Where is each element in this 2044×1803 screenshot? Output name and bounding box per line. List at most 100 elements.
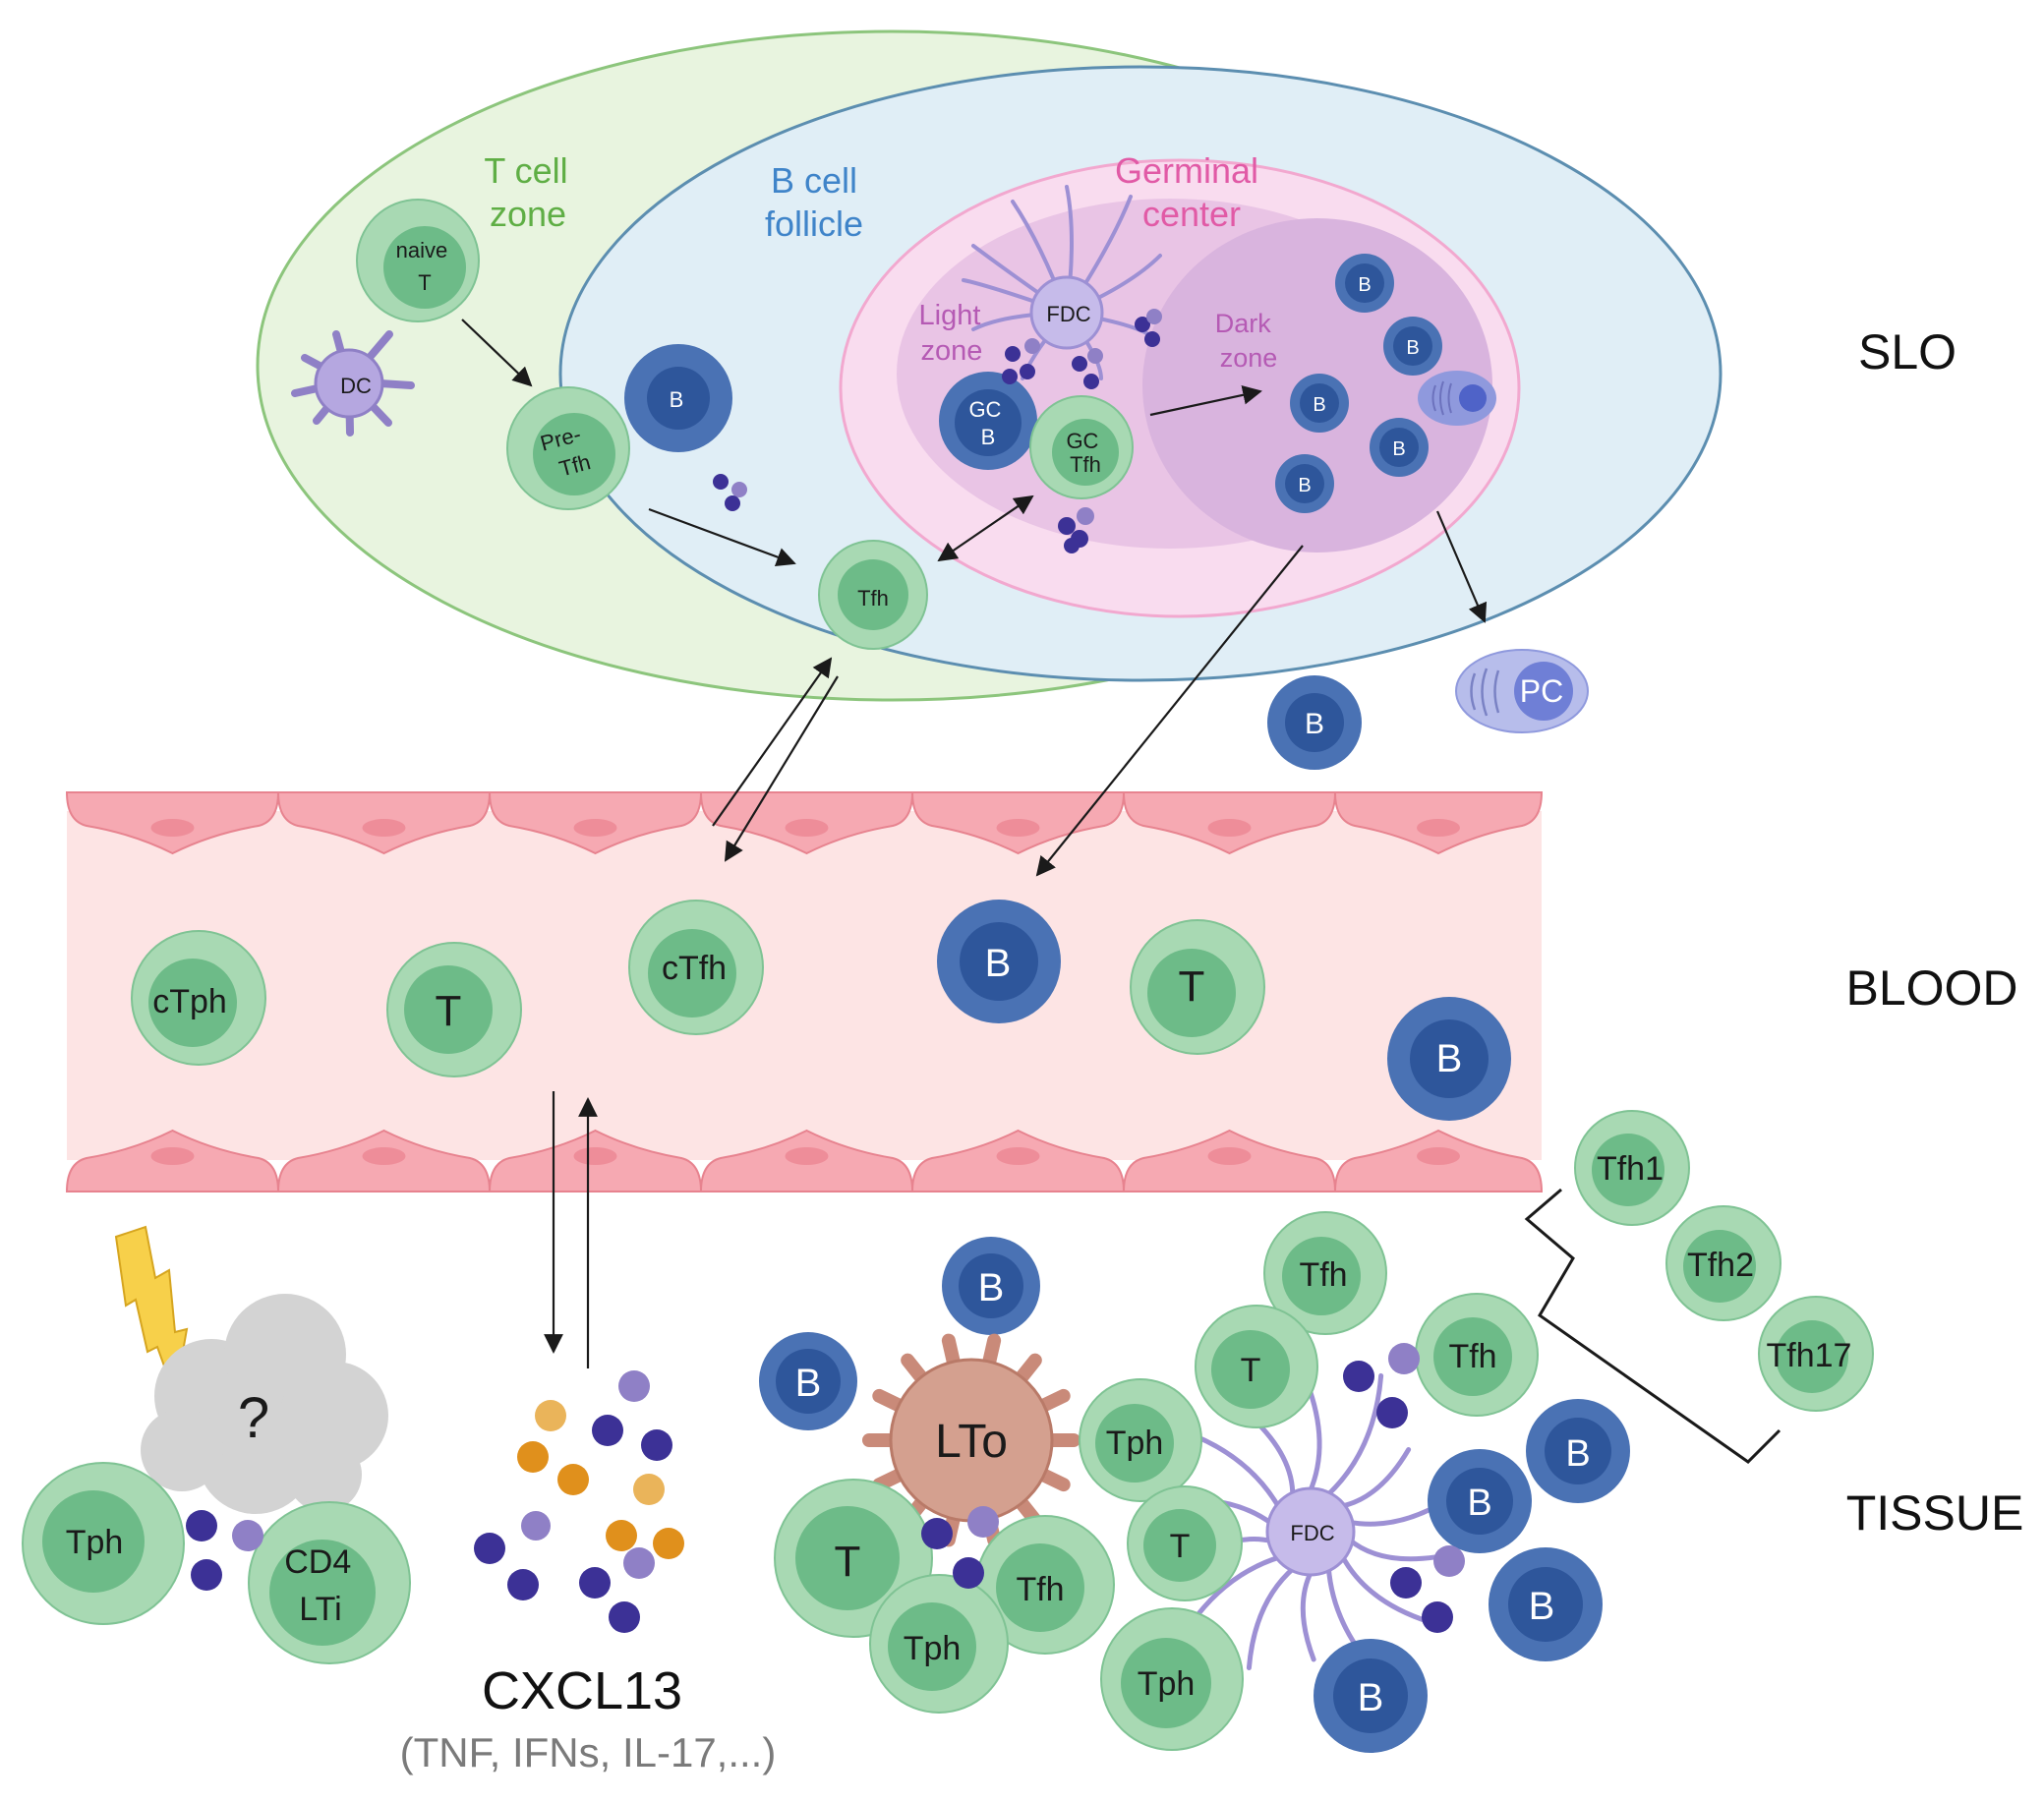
tissue-tph-cell-c: Tph — [1100, 1607, 1244, 1751]
svg-text:naive T: naive T — [396, 238, 454, 295]
endothelial-nucleus — [573, 1147, 617, 1165]
chemokine-dot — [1146, 309, 1162, 324]
endothelial-nucleus — [785, 1147, 829, 1165]
migration-arrows — [461, 319, 1488, 1368]
fdc-dendrite — [1338, 1446, 1412, 1509]
svg-text:Tfh: Tfh — [1016, 1571, 1064, 1608]
tissue-tph-cell-left: Tph — [22, 1462, 185, 1625]
svg-text:B: B — [1529, 1585, 1555, 1628]
chemokine-dot — [1343, 1361, 1374, 1392]
fdc-dendrite — [1346, 1537, 1438, 1562]
svg-text:Tph: Tph — [66, 1524, 124, 1561]
plasma-cell: PC — [1455, 649, 1589, 733]
svg-text:PC: PC — [1520, 673, 1563, 709]
endothelial-nucleus — [1417, 1147, 1460, 1165]
germinal-center-label: Germinal center — [1115, 150, 1268, 234]
endothelial-nucleus — [362, 819, 406, 837]
chemokine-dot — [1005, 346, 1021, 362]
chemokine-dot — [731, 482, 747, 497]
endothelial-nucleus — [573, 819, 617, 837]
fdc-dendrite — [1246, 1564, 1298, 1671]
chemokine-dot — [1002, 369, 1018, 384]
svg-text:B: B — [1436, 1037, 1463, 1080]
exiting-b-cell: B — [1267, 675, 1362, 770]
chemokine-dot — [725, 495, 740, 511]
arrow-tfh-gctfh — [937, 494, 1034, 562]
chemokine-dot — [967, 1506, 999, 1538]
tissue-b-cell-a: B — [759, 1332, 857, 1430]
t-cell-zone-label: T cell zone — [484, 150, 577, 234]
svg-text:B: B — [1358, 274, 1371, 296]
chemokine-dot — [618, 1370, 650, 1402]
plasmablast-cell — [1418, 371, 1496, 426]
svg-text:LTo: LTo — [935, 1416, 1008, 1468]
svg-text:GC B: GC B — [968, 397, 1007, 449]
svg-text:GC Tfh: GC Tfh — [1066, 429, 1104, 477]
chemokine-dot — [606, 1520, 637, 1551]
lto-cell: LTo — [862, 1333, 1080, 1547]
arrow-blood-to-tfh — [712, 657, 833, 827]
tissue-b-cell-b: B — [942, 1237, 1040, 1335]
cxcl13-inducers-label: (TNF, IFNs, IL-17,...) — [400, 1729, 777, 1775]
light-zone-label: Light zone — [919, 300, 989, 367]
blood-t-cell-2: T — [1130, 919, 1265, 1055]
endothelial-nucleus — [150, 819, 195, 837]
svg-text:B: B — [1406, 337, 1419, 359]
svg-text:Tph: Tph — [1106, 1425, 1164, 1462]
svg-text:DC: DC — [340, 374, 372, 398]
svg-text:T: T — [436, 987, 462, 1035]
cd4-lti-cell: CD4 LTi — [248, 1501, 411, 1664]
svg-text:B: B — [1305, 708, 1324, 740]
svg-text:Tph: Tph — [1138, 1665, 1196, 1703]
chemokine-dot — [623, 1547, 655, 1579]
b-cell-follicle-label: B cell follicle — [765, 160, 867, 244]
blood-b-cell-1: B — [937, 900, 1061, 1023]
svg-text:B: B — [1313, 394, 1325, 416]
dendritic-cell: DC — [291, 330, 415, 436]
tissue-t-cell-c: T — [1127, 1485, 1243, 1601]
tissue-tfh-cell-a: Tfh — [975, 1515, 1115, 1655]
svg-text:B: B — [978, 1266, 1005, 1309]
dark-zone-b-cell: B — [1275, 454, 1334, 513]
chemokine-dot — [1433, 1545, 1465, 1577]
slo-chemokine-dots — [713, 309, 1162, 553]
chemokine-dot — [609, 1601, 640, 1633]
blood-ctph-cell: cTph — [131, 930, 266, 1066]
fdc-dendrite — [1339, 1552, 1432, 1625]
svg-text:CD4 LTi: CD4 LTi — [284, 1543, 360, 1628]
chemokine-dot — [1135, 317, 1150, 332]
chemokine-dot — [1422, 1601, 1453, 1633]
chemokine-dot — [232, 1520, 263, 1551]
chemokine-dot — [1376, 1397, 1408, 1428]
svg-text:B: B — [1358, 1676, 1384, 1719]
tissue-b-cell-f: B — [1314, 1639, 1428, 1753]
endothelial-nucleus — [785, 819, 829, 837]
svg-text:T: T — [1241, 1352, 1261, 1389]
arrow-tfh-to-blood — [724, 675, 839, 862]
svg-text:T: T — [835, 1538, 861, 1586]
svg-text:Tfh: Tfh — [857, 586, 889, 611]
chemokine-dot — [1077, 507, 1094, 525]
chemokine-dot — [921, 1518, 953, 1549]
svg-text:cTfh: cTfh — [662, 950, 727, 987]
chemokine-dot — [653, 1528, 684, 1559]
arrow-light-to-dark — [1149, 385, 1262, 417]
tissue-tph-cell-a: Tph — [869, 1574, 1009, 1714]
tfh1-cell: Tfh1 — [1574, 1110, 1690, 1226]
chemokine-dot — [1388, 1343, 1420, 1374]
chemokine-dot — [579, 1567, 611, 1599]
dark-zone-b-cell: B — [1383, 317, 1442, 376]
endothelial-nucleus — [362, 1147, 406, 1165]
svg-text:B: B — [985, 942, 1012, 985]
chemokine-dot — [521, 1511, 551, 1541]
svg-text:FDC: FDC — [1046, 302, 1090, 326]
dark-zone-b-cell: B — [1335, 254, 1394, 313]
chemokine-dot — [1144, 331, 1160, 347]
chemokine-dot — [517, 1441, 549, 1473]
blood-ctfh-cell: cTfh — [628, 900, 764, 1035]
chemokine-dot — [557, 1464, 589, 1495]
chemokine-dot — [592, 1415, 623, 1446]
blood-b-cell-2: B — [1387, 997, 1511, 1121]
chemokine-dot — [1390, 1567, 1422, 1599]
